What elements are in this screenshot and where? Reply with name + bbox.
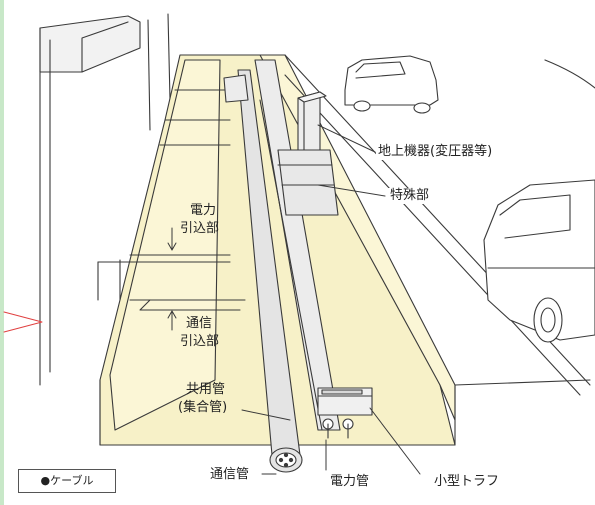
red-pointer <box>3 311 43 333</box>
label-small-trough: 小型トラフ <box>434 474 500 489</box>
shared-pipe <box>237 69 303 473</box>
label-special-section: 特殊部 <box>388 188 432 204</box>
left-border <box>0 0 4 505</box>
label-power-pipe: 電力管 <box>330 474 370 489</box>
leader-lines <box>167 124 421 475</box>
power-pipe <box>254 59 341 431</box>
label-comm-lead-in-line2: 引込部 <box>180 334 220 349</box>
label-comm-lead-in-line1: 通信 <box>186 316 213 331</box>
legend-cable: ●ケーブル <box>18 469 116 493</box>
label-ground-equipment: 地上機器(変圧器等) <box>376 144 495 160</box>
trench <box>97 54 591 446</box>
car-right <box>483 179 595 343</box>
small-trough-box <box>317 387 373 439</box>
label-power-lead-in-line1: 電力 <box>190 203 217 218</box>
label-power-lead-in-line2: 引込部 <box>180 221 220 236</box>
label-shared-pipe-line1: 共用管 <box>186 382 226 397</box>
label-shared-pipe-line2: (集合管) <box>178 400 228 415</box>
road-curve <box>544 59 595 89</box>
building <box>39 13 171 386</box>
special-section-box <box>277 149 339 216</box>
car-top <box>344 55 439 114</box>
distant-box <box>223 74 249 103</box>
label-comm-pipe: 通信管 <box>210 467 250 482</box>
